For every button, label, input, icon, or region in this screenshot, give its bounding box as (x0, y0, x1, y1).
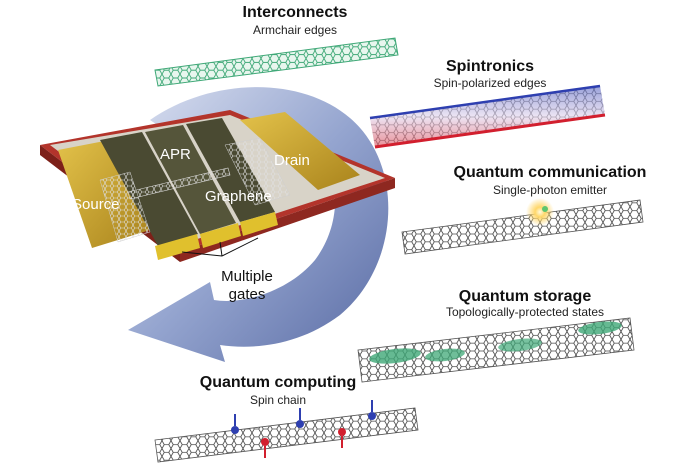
gates-line-1: Multiple (221, 268, 273, 285)
quantum-storage-title: Quantum storage (458, 288, 592, 305)
quantum-storage-ribbon (357, 317, 635, 383)
quantum-computing-subtitle: Spin chain (249, 393, 307, 407)
gate-contact-1 (155, 234, 200, 260)
graphene-sheet-left (99, 171, 151, 243)
quantum-communication-subtitle: Single-photon emitter (492, 183, 608, 197)
gate-contact-3 (240, 212, 278, 236)
apr-label: APR (160, 146, 191, 163)
interconnects-title: Interconnects (242, 4, 348, 21)
apr-ribbon (127, 167, 231, 200)
quantum-computing-title: Quantum computing (199, 374, 357, 391)
spintronics-ribbon (369, 84, 606, 149)
spintronics-subtitle: Spin-polarized edges (433, 76, 547, 90)
interconnects-ribbon (154, 37, 399, 87)
quantum-computing-ribbon (154, 400, 419, 463)
quantum-communication-title: Quantum communication (453, 164, 647, 181)
interconnects-subtitle: Armchair edges (252, 23, 338, 37)
gate-contact-2 (200, 223, 241, 248)
substrate-side-right (180, 178, 395, 262)
gates-line-2: gates (228, 286, 266, 303)
graphene-sheet-right (224, 137, 291, 206)
quantum-storage-subtitle: Topologically-protected states (445, 305, 605, 319)
multiple-gates-label: Multiple gates (212, 268, 282, 304)
drain-electrode (240, 112, 360, 190)
source-label: Source (72, 196, 120, 213)
photon-emitter-glow (526, 198, 554, 226)
quantum-communication-ribbon (401, 198, 644, 255)
graphene-label: Graphene (205, 188, 272, 205)
cycle-arrow (128, 87, 389, 362)
graphene-device (40, 110, 395, 262)
drain-label: Drain (274, 152, 310, 169)
spintronics-title: Spintronics (445, 58, 534, 75)
